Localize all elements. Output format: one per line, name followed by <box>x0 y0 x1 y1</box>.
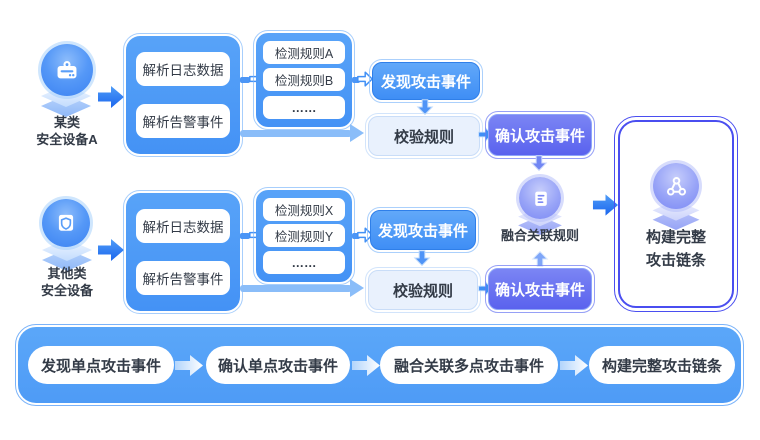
confirm-attack-box-2: 确认攻击事件 <box>485 265 595 313</box>
process-summary-bar: 发现单点攻击事件 确认单点攻击事件 融合关联多点攻击事件 构建完整攻击链条 <box>15 324 744 406</box>
step-discover-single: 发现单点攻击事件 <box>28 346 174 384</box>
rule-item: 检测规则Y <box>263 224 345 247</box>
parse-alert-item: 解析告警事件 <box>136 261 230 295</box>
step-fuse-multi: 融合关联多点攻击事件 <box>380 346 558 384</box>
parse-alert-item: 解析告警事件 <box>136 104 230 138</box>
rules-box-1: 检测规则A 检测规则B …… <box>253 30 355 130</box>
arrow-down-icon <box>416 99 434 116</box>
rule-item: 检测规则B <box>263 68 345 91</box>
connector-bar <box>352 233 360 239</box>
confirm-attack-box-1: 确认攻击事件 <box>485 111 595 159</box>
step-build-chain: 构建完整攻击链条 <box>589 346 735 384</box>
device-b-label: 其他类 安全设备 <box>40 266 93 298</box>
big-arrow-right-icon <box>98 86 124 108</box>
verify-rules-box-2: 校验规则 <box>365 267 481 313</box>
discover-attack-box-2: 发现攻击事件 <box>367 207 479 253</box>
long-arrow-head-icon <box>350 279 364 297</box>
security-device-icon <box>41 44 93 96</box>
attack-chain-result-box: 构建完整 攻击链条 <box>614 116 738 312</box>
outlined-arrow-right-icon <box>357 71 373 87</box>
connector-bar <box>240 77 250 83</box>
connector-bar <box>352 77 360 83</box>
device-a-icon-group: 某类 安全设备A <box>17 44 117 154</box>
fusion-rules-label: 融合关联规则 <box>500 228 579 243</box>
arrow-down-icon <box>413 250 431 267</box>
rule-item-ellipsis: …… <box>263 251 345 274</box>
share-nodes-icon <box>666 176 686 196</box>
white-arrow-right-icon <box>560 355 588 376</box>
long-arrow-bar <box>240 130 352 137</box>
outlined-arrow-right-icon <box>357 227 373 243</box>
rules-box-2: 检测规则X 检测规则Y …… <box>253 187 355 285</box>
document-icon <box>534 191 547 206</box>
parse-log-item: 解析日志数据 <box>136 52 230 86</box>
white-arrow-right-icon <box>352 355 380 376</box>
device-b-icon-group: 其他类 安全设备 <box>17 199 117 309</box>
connector-bar <box>240 233 250 239</box>
device-a-label: 某类 安全设备A <box>36 115 98 147</box>
arrow-up-icon <box>531 250 549 267</box>
fusion-rules-icon <box>519 177 561 219</box>
discover-attack-box-1: 发现攻击事件 <box>369 59 483 103</box>
rule-item: 检测规则A <box>263 41 345 64</box>
step-confirm-single: 确认单点攻击事件 <box>206 346 350 384</box>
arrow-down-icon <box>530 155 548 172</box>
attack-chain-icon <box>653 163 699 209</box>
big-arrow-right-icon <box>98 239 124 261</box>
big-arrow-right-icon <box>592 194 619 216</box>
rule-item-ellipsis: …… <box>263 96 345 119</box>
shield-document-icon <box>58 214 74 231</box>
parse-log-item: 解析日志数据 <box>136 209 230 243</box>
attack-chain-result-label: 构建完整 攻击链条 <box>645 229 706 269</box>
parse-box-2: 解析日志数据 解析告警事件 <box>123 190 243 314</box>
white-arrow-right-icon <box>175 355 203 376</box>
parse-box-1: 解析日志数据 解析告警事件 <box>123 33 243 157</box>
long-arrow-head-icon <box>350 124 364 142</box>
rule-item: 检测规则X <box>263 198 345 221</box>
fusion-icon-group: 融合关联规则 <box>488 177 592 247</box>
verify-rules-box-1: 校验规则 <box>365 113 483 159</box>
security-device-icon <box>42 199 90 247</box>
server-drive-icon <box>57 61 77 79</box>
long-arrow-bar <box>240 285 352 292</box>
